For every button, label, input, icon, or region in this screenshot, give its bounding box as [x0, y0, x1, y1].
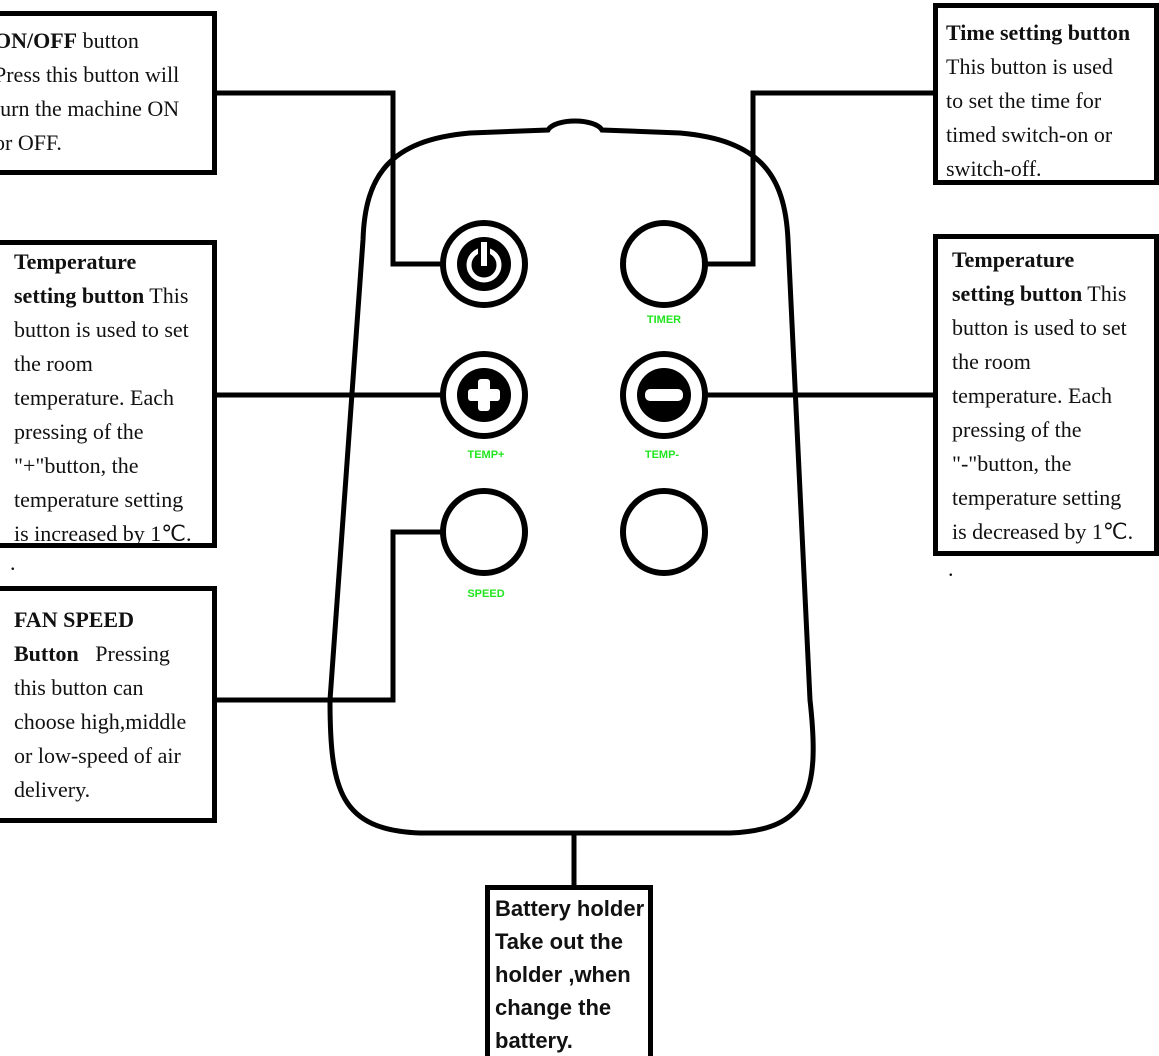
plus-icon — [457, 368, 511, 422]
temp-plus-button-label: TEMP+ — [468, 449, 505, 461]
callout-temp-minus: Temperature setting button This button i… — [933, 234, 1159, 556]
callout-temp-plus-line: is increased by 1℃. — [14, 521, 192, 546]
callout-temp-minus-line: temperature. Each — [952, 383, 1113, 408]
callout-on-off-title-suffix: button — [77, 28, 139, 53]
callout-fan-speed-line: this button can — [14, 675, 144, 700]
timer-button-label: TIMER — [647, 314, 681, 326]
callout-temp-minus-line: is decreased by 1℃. — [952, 519, 1134, 544]
callout-fan-speed-line: choose high,middle — [14, 709, 187, 734]
callout-on-off-line: or OFF. — [0, 130, 62, 155]
callout-time-setting: Time setting button This button is used … — [933, 3, 1159, 185]
callout-temp-plus-title: Temperature — [14, 249, 137, 274]
callout-temp-plus-line: temperature. Each — [14, 385, 175, 410]
callout-temp-plus: Temperature setting button This button i… — [0, 240, 217, 548]
callout-temp-plus-trailing: . — [10, 550, 16, 575]
timer-button[interactable] — [620, 220, 708, 308]
leader-fan-speed — [217, 529, 443, 703]
leader-time — [706, 90, 933, 267]
leader-on-off — [217, 90, 443, 267]
callout-fan-speed-title2: Button — [14, 641, 79, 666]
callout-on-off: ON/OFF button Press this button will tur… — [0, 11, 217, 175]
callout-temp-plus-title2: setting button — [14, 283, 145, 308]
callout-temp-minus-line: temperature setting — [952, 485, 1122, 510]
callout-time-setting-title: Time setting button — [946, 20, 1131, 45]
callout-on-off-title: ON/OFF — [0, 28, 78, 53]
callout-fan-speed-line: or low-speed of air — [14, 743, 181, 768]
callout-temp-minus-line: button is used to set — [952, 315, 1127, 340]
callout-temp-minus-title2: setting button — [952, 281, 1083, 306]
callout-time-setting-line: This button is used — [946, 54, 1113, 79]
callout-battery-line: change the — [495, 995, 612, 1020]
callout-on-off-title-line: ON/OFF button — [0, 24, 206, 58]
callout-temp-plus-title2-suffix: This — [144, 283, 189, 308]
callout-temp-plus-line: the room — [14, 351, 93, 376]
callout-time-setting-line: timed switch-on or — [946, 122, 1113, 147]
remote-body — [327, 118, 816, 836]
callout-temp-minus-line: "-"button, the — [952, 451, 1072, 476]
callout-temp-plus-line: pressing of the — [14, 419, 144, 444]
callout-temp-minus-line: the room — [952, 349, 1031, 374]
blank-button[interactable] — [620, 488, 708, 576]
callout-battery-line: holder ,when — [495, 962, 631, 987]
callout-temp-minus-title2-suffix: This — [1082, 281, 1127, 306]
callout-temp-plus-line: "+"button, the — [14, 453, 139, 478]
minus-icon — [637, 368, 691, 422]
callout-temp-minus-title-line2: setting button This — [952, 277, 1148, 311]
temp-minus-button[interactable] — [620, 351, 708, 439]
callout-battery-line: battery. — [495, 1028, 573, 1053]
temp-plus-button[interactable] — [440, 351, 528, 439]
callout-fan-speed-title: FAN SPEED — [14, 607, 134, 632]
power-button[interactable] — [440, 220, 528, 308]
leader-lines — [217, 90, 933, 885]
callout-temp-minus-title: Temperature — [952, 247, 1075, 272]
callout-temp-minus-trailing: . — [948, 556, 954, 581]
callout-temp-plus-line: button is used to set — [14, 317, 189, 342]
speed-button-label: SPEED — [467, 588, 504, 600]
callout-battery-line: Take out the — [495, 929, 623, 954]
callout-fan-speed-line: delivery. — [14, 777, 91, 802]
callout-on-off-line: Press this button will — [0, 62, 180, 87]
callout-temp-plus-line: temperature setting — [14, 487, 184, 512]
callout-time-setting-line: switch-off. — [946, 156, 1042, 181]
callout-fan-speed-title2-suffix: Pressing — [78, 641, 170, 666]
callout-time-setting-line: to set the time for — [946, 88, 1102, 113]
callout-temp-minus-line: pressing of the — [952, 417, 1082, 442]
callout-battery-line: Battery holder — [495, 896, 645, 921]
speed-button[interactable] — [440, 488, 528, 576]
callout-on-off-line: turn the machine ON — [0, 96, 180, 121]
power-icon — [457, 237, 511, 291]
temp-minus-button-label: TEMP- — [645, 449, 680, 461]
callout-fan-speed: FAN SPEED Button Pressing this button ca… — [0, 586, 217, 823]
callout-battery: Battery holder Take out the holder ,when… — [485, 885, 653, 1056]
callout-fan-speed-title-line2: Button Pressing — [14, 637, 206, 671]
callout-temp-plus-title-line2: setting button This — [0, 279, 206, 313]
